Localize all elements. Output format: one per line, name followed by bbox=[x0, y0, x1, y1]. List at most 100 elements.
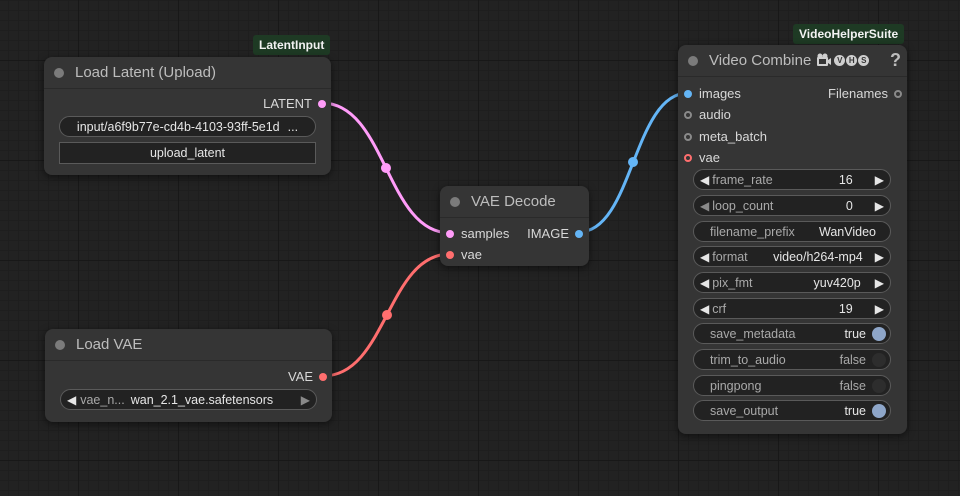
image-output-slot[interactable] bbox=[575, 229, 583, 238]
vae-name-label: vae_n... bbox=[80, 392, 125, 407]
filenames-output-row: Filenames bbox=[828, 83, 902, 104]
toggle-knob-icon bbox=[872, 326, 886, 341]
images-input-slot[interactable] bbox=[684, 89, 692, 98]
meta-batch-input-row: meta_batch bbox=[684, 126, 767, 147]
video-helper-suite-badge: VideoHelperSuite bbox=[793, 24, 905, 44]
vae-input-label: vae bbox=[461, 247, 482, 262]
image-output-label: IMAGE bbox=[527, 226, 569, 241]
upload-latent-button[interactable]: upload_latent bbox=[59, 142, 316, 164]
pingpong-toggle[interactable]: pingpong false bbox=[693, 375, 891, 396]
latent-file-value: input/a6f9b77e-cd4b-4103-93ff-5e1d bbox=[76, 119, 280, 134]
node-title: Load VAE bbox=[76, 336, 143, 353]
vae-name-combo[interactable]: ◀ vae_n... wan_2.1_vae.safetensors ▶ bbox=[60, 389, 317, 410]
arrow-right-icon[interactable]: ▶ bbox=[874, 172, 884, 187]
arrow-right-icon[interactable]: ▶ bbox=[300, 392, 310, 407]
collapse-dot-icon[interactable] bbox=[54, 67, 64, 78]
collapse-dot-icon[interactable] bbox=[55, 339, 65, 350]
toggle-knob-icon bbox=[872, 403, 886, 418]
frame-rate-value: 16 bbox=[838, 172, 853, 187]
vae-input-row: vae bbox=[446, 244, 482, 265]
crf-label: crf bbox=[712, 301, 727, 316]
latent-output-label: LATENT bbox=[263, 96, 312, 111]
link-latent-midpoint[interactable] bbox=[381, 163, 391, 173]
loop-count-value: 0 bbox=[845, 198, 853, 213]
link-vae-midpoint[interactable] bbox=[382, 310, 392, 320]
vae-decode-node[interactable]: VAE Decode samples vae IMAGE bbox=[440, 186, 589, 266]
link-image-midpoint[interactable] bbox=[628, 157, 638, 167]
arrow-right-icon[interactable]: ▶ bbox=[874, 198, 884, 213]
arrow-right-icon[interactable]: ▶ bbox=[874, 275, 884, 290]
loop-count-label: loop_count bbox=[712, 198, 774, 213]
audio-input-label: audio bbox=[699, 107, 731, 122]
pix-fmt-label: pix_fmt bbox=[712, 275, 753, 290]
arrow-left-icon[interactable]: ◀ bbox=[700, 301, 710, 316]
frame-rate-label: frame_rate bbox=[712, 172, 773, 187]
load-vae-node[interactable]: Load VAE VAE ◀ vae_n... wan_2.1_vae.safe… bbox=[45, 329, 332, 422]
arrow-left-icon[interactable]: ◀ bbox=[700, 249, 710, 264]
samples-input-row: samples bbox=[446, 223, 509, 244]
vhs-letter-h: H bbox=[846, 55, 858, 66]
help-button[interactable]: ? bbox=[890, 50, 901, 70]
vae-output-slot[interactable] bbox=[319, 372, 327, 381]
meta-batch-input-slot[interactable] bbox=[684, 132, 692, 141]
loop-count-widget[interactable]: ◀ loop_count 0 ▶ bbox=[693, 195, 891, 216]
images-input-row: images bbox=[684, 83, 741, 104]
vae-input-slot[interactable] bbox=[446, 250, 454, 259]
filename-prefix-label: filename_prefix bbox=[710, 224, 795, 239]
film-icon bbox=[817, 53, 832, 66]
meta-batch-input-label: meta_batch bbox=[699, 129, 767, 144]
filename-prefix-widget[interactable]: filename_prefix WanVideo bbox=[693, 221, 891, 242]
vae-decode-title-bar[interactable]: VAE Decode bbox=[440, 186, 589, 218]
arrow-right-icon[interactable]: ▶ bbox=[874, 301, 884, 316]
audio-input-slot[interactable] bbox=[684, 110, 692, 119]
samples-input-slot[interactable] bbox=[446, 229, 454, 238]
latent-output-row: LATENT bbox=[263, 93, 326, 114]
crf-widget[interactable]: ◀ crf 19 ▶ bbox=[693, 298, 891, 319]
save-output-toggle[interactable]: save_output true bbox=[693, 400, 891, 421]
vhs-letter-v: V bbox=[834, 55, 846, 66]
video-combine-title-bar[interactable]: Video Combine V H S ? bbox=[678, 45, 907, 77]
vae-input-label: vae bbox=[699, 150, 720, 165]
audio-input-row: audio bbox=[684, 104, 731, 125]
arrow-left-icon[interactable]: ◀ bbox=[700, 275, 710, 290]
trim-to-audio-toggle[interactable]: trim_to_audio false bbox=[693, 349, 891, 370]
save-metadata-label: save_metadata bbox=[710, 326, 796, 341]
arrow-left-icon[interactable]: ◀ bbox=[67, 392, 77, 407]
vae-output-row: VAE bbox=[288, 366, 327, 387]
image-output-row: IMAGE bbox=[527, 223, 583, 244]
load-vae-title-bar[interactable]: Load VAE bbox=[45, 329, 332, 361]
samples-input-label: samples bbox=[461, 226, 510, 241]
frame-rate-widget[interactable]: ◀ frame_rate 16 ▶ bbox=[693, 169, 891, 190]
latent-output-slot[interactable] bbox=[318, 99, 326, 108]
toggle-knob-icon bbox=[872, 378, 886, 393]
node-title: Video Combine bbox=[709, 52, 812, 69]
filename-prefix-value: WanVideo bbox=[819, 224, 876, 239]
video-combine-node[interactable]: Video Combine V H S ? images audio meta_… bbox=[678, 45, 907, 434]
format-label: format bbox=[712, 249, 748, 264]
save-metadata-value: true bbox=[844, 326, 866, 341]
pingpong-label: pingpong bbox=[710, 378, 762, 393]
vhs-letter-s: S bbox=[858, 55, 870, 66]
arrow-left-icon[interactable]: ◀ bbox=[700, 198, 710, 213]
collapse-dot-icon[interactable] bbox=[450, 196, 460, 207]
save-metadata-toggle[interactable]: save_metadata true bbox=[693, 323, 891, 344]
vae-input-slot[interactable] bbox=[684, 153, 692, 162]
toggle-knob-icon bbox=[872, 352, 886, 367]
trim-to-audio-label: trim_to_audio bbox=[710, 352, 786, 367]
format-widget[interactable]: ◀ format video/h264-mp4 ▶ bbox=[693, 246, 891, 267]
load-latent-title-bar[interactable]: Load Latent (Upload) bbox=[44, 57, 331, 89]
filenames-output-slot[interactable] bbox=[894, 89, 902, 98]
vae-name-value: wan_2.1_vae.safetensors bbox=[130, 392, 274, 407]
load-latent-node[interactable]: Load Latent (Upload) LATENT input/a6f9b7… bbox=[44, 57, 331, 175]
vhs-logo-icon: V H S bbox=[834, 55, 870, 66]
save-output-label: save_output bbox=[710, 403, 779, 418]
pix-fmt-value: yuv420p bbox=[813, 275, 861, 290]
arrow-right-icon[interactable]: ▶ bbox=[874, 249, 884, 264]
vae-output-label: VAE bbox=[287, 369, 313, 384]
collapse-dot-icon[interactable] bbox=[688, 55, 698, 66]
vae-input-row: vae bbox=[684, 147, 720, 168]
pix-fmt-widget[interactable]: ◀ pix_fmt yuv420p ▶ bbox=[693, 272, 891, 293]
latent-file-combo[interactable]: input/a6f9b77e-cd4b-4103-93ff-5e1d ... bbox=[59, 116, 316, 137]
arrow-left-icon[interactable]: ◀ bbox=[700, 172, 710, 187]
